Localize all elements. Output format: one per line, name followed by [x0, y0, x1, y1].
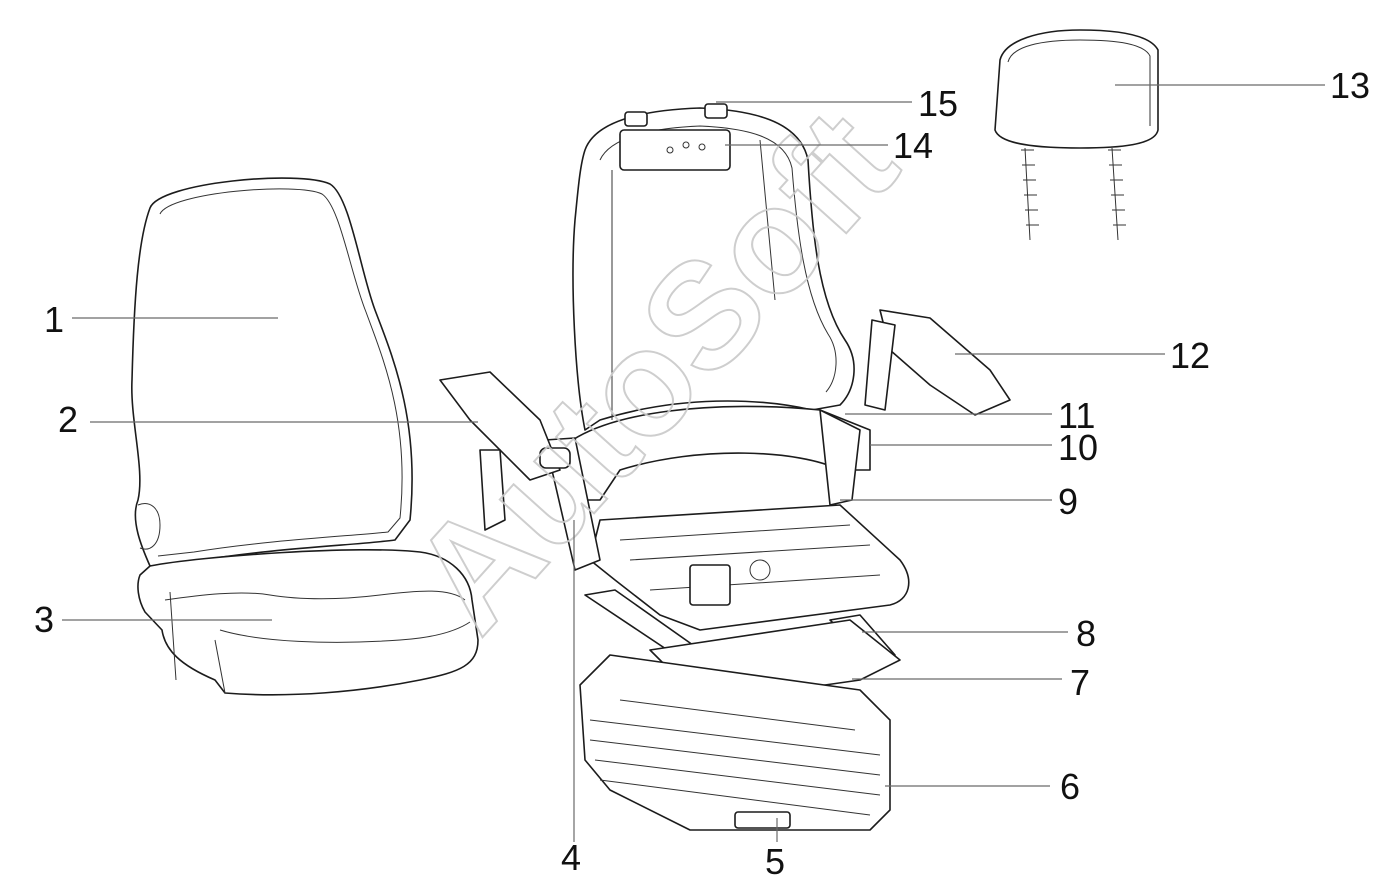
callout-1: 1 — [44, 299, 64, 340]
callout-6: 6 — [1060, 766, 1080, 807]
callout-4: 4 — [561, 837, 581, 878]
callout-7: 7 — [1070, 662, 1090, 703]
callout-5: 5 — [765, 841, 785, 882]
backrest-cover — [131, 177, 413, 567]
armrest-left — [439, 371, 571, 531]
callout-labels: 1 2 3 4 5 6 7 8 9 10 11 12 13 14 15 — [34, 65, 1370, 882]
armrest-right — [864, 309, 1011, 416]
backrest-frame — [572, 103, 855, 431]
suspension-base — [579, 654, 891, 831]
callout-10: 10 — [1058, 427, 1098, 468]
callout-12: 12 — [1170, 335, 1210, 376]
callout-9: 9 — [1058, 481, 1078, 522]
callout-8: 8 — [1076, 613, 1096, 654]
leader-lines — [62, 84, 1325, 842]
callout-2: 2 — [58, 399, 78, 440]
seat-cushion-cover — [137, 549, 479, 696]
callout-15: 15 — [918, 83, 958, 124]
callout-13: 13 — [1330, 65, 1370, 106]
headrest — [994, 29, 1159, 241]
callout-11: 11 — [1058, 395, 1095, 436]
callout-14: 14 — [893, 125, 933, 166]
callout-3: 3 — [34, 599, 54, 640]
